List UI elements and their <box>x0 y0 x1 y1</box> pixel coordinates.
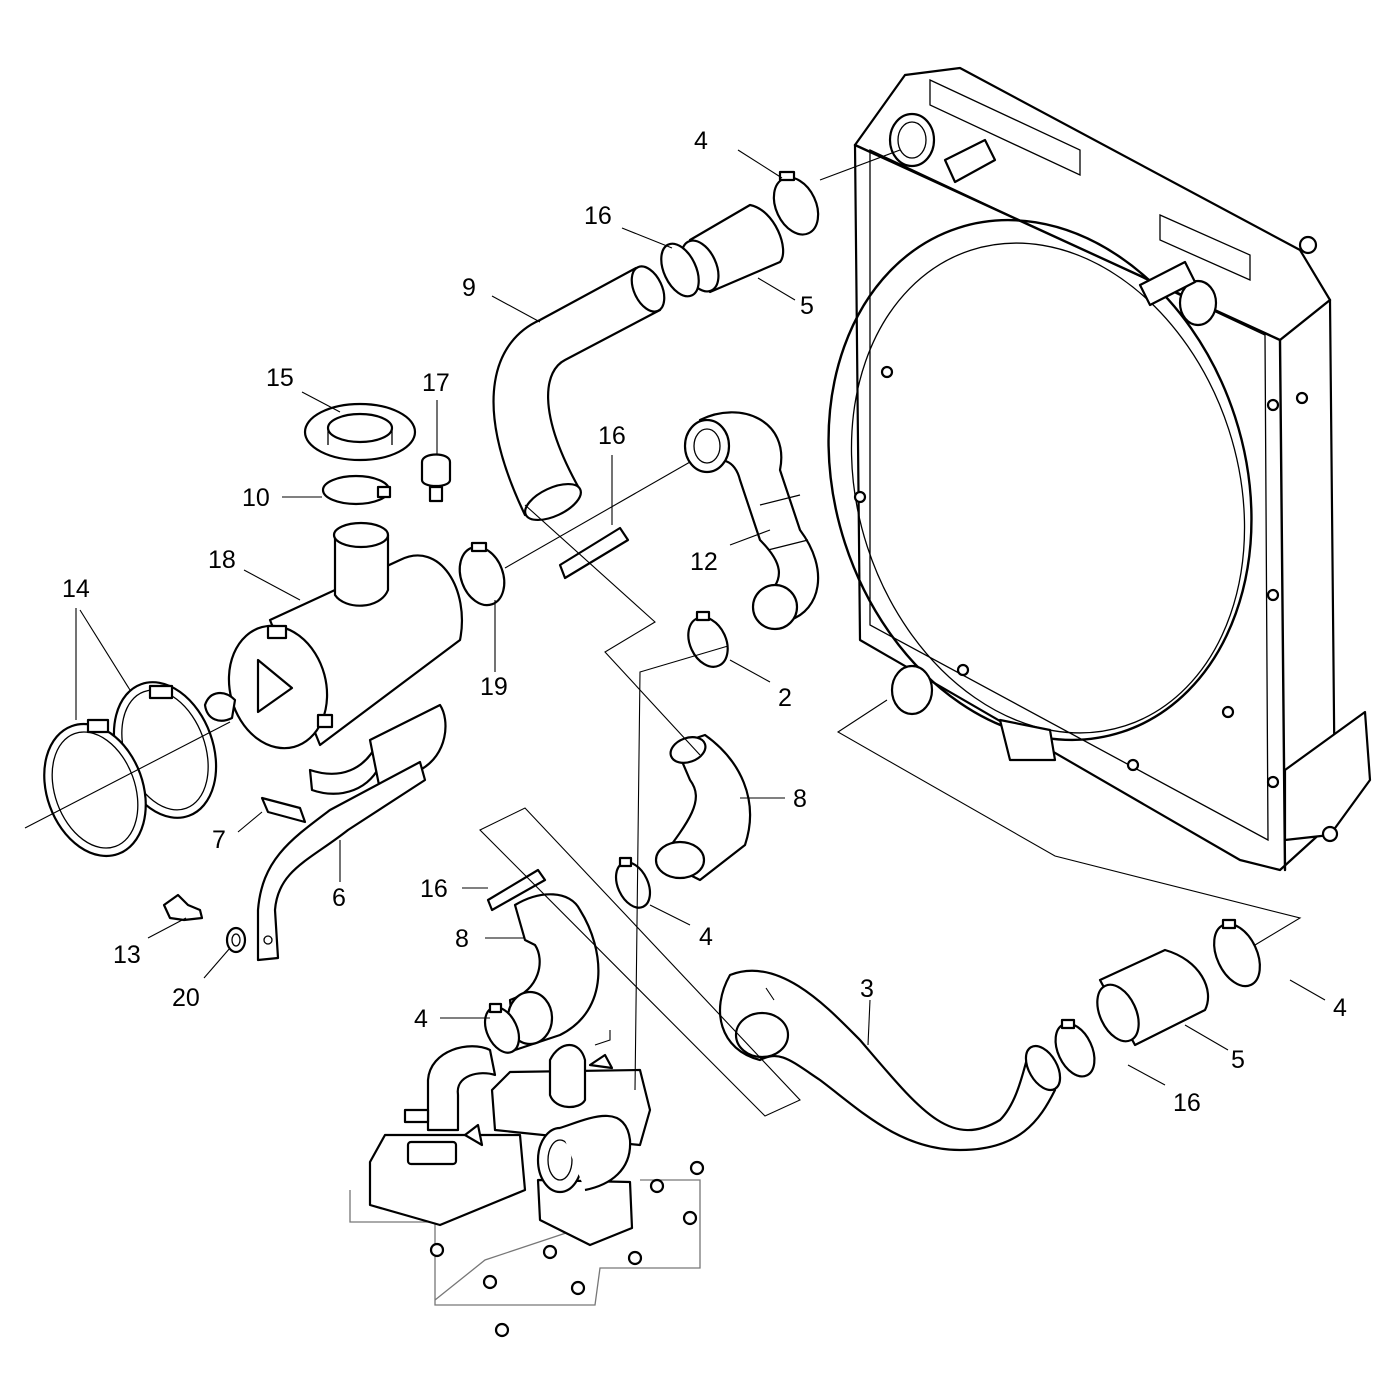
clamp-2 <box>687 610 729 668</box>
callout-13: 13 <box>113 941 141 969</box>
clamp-4-mid <box>614 856 652 909</box>
callout-16: 16 <box>420 875 448 903</box>
plug-17 <box>420 453 452 503</box>
washer-20 <box>225 926 247 954</box>
callout-2: 2 <box>778 684 792 712</box>
bracket-6 <box>256 703 447 962</box>
radiator <box>827 66 1372 872</box>
callout-20: 20 <box>172 984 200 1012</box>
callout-17: 17 <box>422 369 450 397</box>
strap-7 <box>260 740 384 824</box>
callout-16: 16 <box>584 202 612 230</box>
callout-5: 5 <box>800 292 814 320</box>
callout-8: 8 <box>793 785 807 813</box>
cap-15 <box>303 402 417 462</box>
clamp-16-upper <box>558 526 630 580</box>
callout-16: 16 <box>598 422 626 450</box>
callout-5: 5 <box>1231 1046 1245 1074</box>
callout-15: 15 <box>266 364 294 392</box>
callout-12: 12 <box>690 548 718 576</box>
callout-4: 4 <box>1333 994 1347 1022</box>
callout-14: 14 <box>62 575 90 603</box>
engine-block <box>349 1043 705 1338</box>
clamp-4-lower <box>483 1002 521 1054</box>
callout-6: 6 <box>332 884 346 912</box>
callout-16: 16 <box>1173 1089 1201 1117</box>
callout-8: 8 <box>455 925 469 953</box>
sleeve-5-top <box>660 170 820 298</box>
air-filter-18 <box>203 521 463 750</box>
hose-12 <box>683 411 820 631</box>
clamp-14-inner <box>43 718 147 858</box>
callout-18: 18 <box>208 546 236 574</box>
callout-3: 3 <box>860 975 874 1003</box>
clamp-19 <box>458 541 506 607</box>
hose-9 <box>492 265 666 522</box>
clamp-16-lower <box>486 868 547 912</box>
hose-8-upper <box>654 733 752 882</box>
assembly-lines <box>24 149 1326 1117</box>
bolt-13 <box>162 893 204 922</box>
callout-4: 4 <box>414 1005 428 1033</box>
callout-7: 7 <box>212 826 226 854</box>
clamp-10 <box>321 474 392 506</box>
sleeve-5-lower <box>1054 918 1261 1078</box>
hose-3 <box>718 969 1062 1152</box>
hose-8-lower <box>506 893 600 1052</box>
callout-9: 9 <box>462 274 476 302</box>
callout-4: 4 <box>694 127 708 155</box>
callout-19: 19 <box>480 673 508 701</box>
callout-labels: 4 16 9 5 15 17 16 10 18 12 14 19 2 8 7 6… <box>62 127 1347 1117</box>
callout-4: 4 <box>699 923 713 951</box>
callout-10: 10 <box>242 484 270 512</box>
